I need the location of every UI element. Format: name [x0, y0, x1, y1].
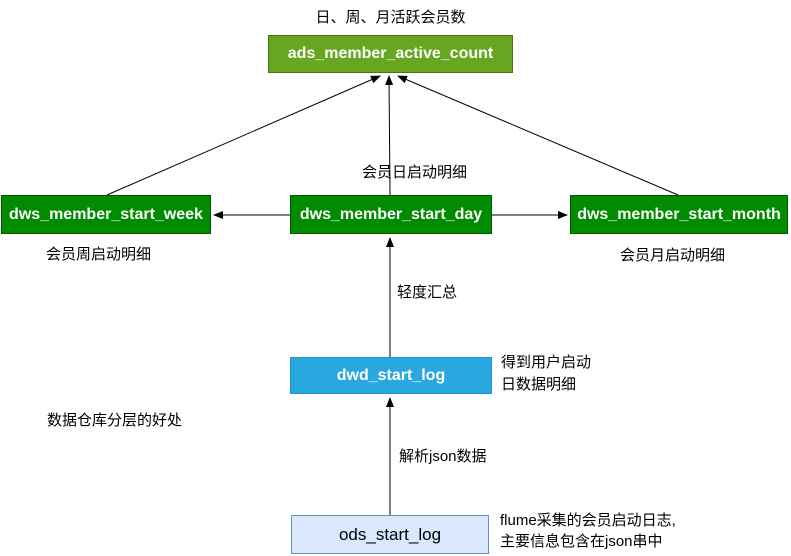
note-ods-line2: 主要信息包含在json串中: [500, 533, 663, 550]
node-ads-member-active-count[interactable]: ads_member_active_count: [268, 35, 513, 73]
caption-day: 会员日启动明细: [362, 164, 468, 181]
edge-month-to-ads: [397, 75, 679, 196]
note-dwd-line2: 日数据明细: [501, 376, 577, 393]
node-label: ods_start_log: [338, 524, 442, 544]
side-note: 数据仓库分层的好处: [47, 412, 183, 429]
node-dws-member-start-week[interactable]: dws_member_start_week: [1, 195, 211, 234]
node-ods-start-log[interactable]: ods_start_log: [291, 515, 489, 554]
caption-month: 会员月启动明细: [620, 247, 726, 264]
edge-day-to-ads: [385, 75, 394, 196]
edge-label-aggregate: 轻度汇总: [397, 284, 458, 301]
node-dws-member-start-month[interactable]: dws_member_start_month: [570, 195, 788, 234]
node-label: dws_member_start_week: [9, 205, 203, 223]
node-label: dws_member_start_month: [577, 205, 781, 223]
node-label: ads_member_active_count: [287, 45, 494, 62]
node-label: dwd_start_log: [336, 366, 446, 384]
node-dws-member-start-day[interactable]: dws_member_start_day: [290, 195, 492, 234]
caption-week: 会员周启动明细: [46, 246, 152, 263]
node-label: dws_member_start_day: [299, 205, 483, 223]
note-dwd-line1: 得到用户启动: [501, 354, 592, 371]
note-ods: flume采集的会员启动日志, 主要信息包含在json串中: [500, 510, 676, 552]
edge-week-to-ads: [106, 75, 381, 196]
diagram-title: 日、周、月活跃会员数: [315, 9, 466, 26]
node-dwd-start-log[interactable]: dwd_start_log: [290, 357, 492, 394]
edge-label-parse: 解析json数据: [399, 448, 487, 465]
note-ods-line1: flume采集的会员启动日志,: [500, 512, 676, 529]
note-dwd: 得到用户启动 日数据明细: [501, 352, 591, 396]
